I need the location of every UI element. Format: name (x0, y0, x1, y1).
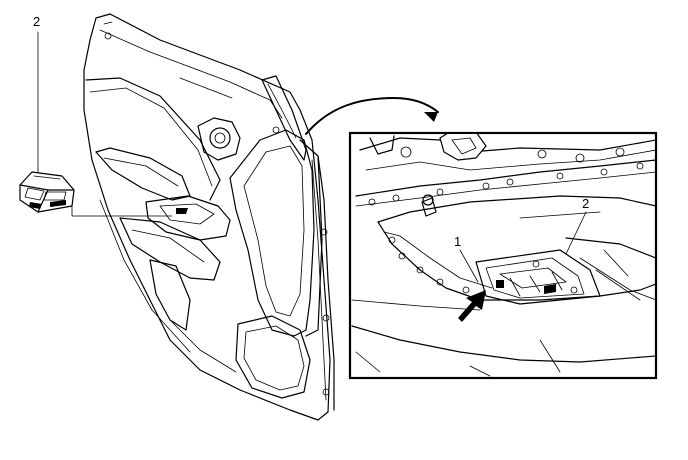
window-switch-component (19, 171, 75, 213)
component-to-door-leader (71, 205, 173, 217)
component-callout-2: 2 (33, 14, 40, 29)
detail-pointer-arc (305, 97, 439, 135)
detail-leader-1 (459, 249, 479, 283)
detail-leader-2 (565, 211, 587, 255)
detail-callout-1: 1 (454, 234, 461, 249)
pointer-arrow-icon (458, 290, 486, 322)
door-trim-panel (83, 13, 335, 421)
detail-callout-2: 2 (582, 196, 589, 211)
detail-inset: 1 2 (348, 131, 658, 380)
